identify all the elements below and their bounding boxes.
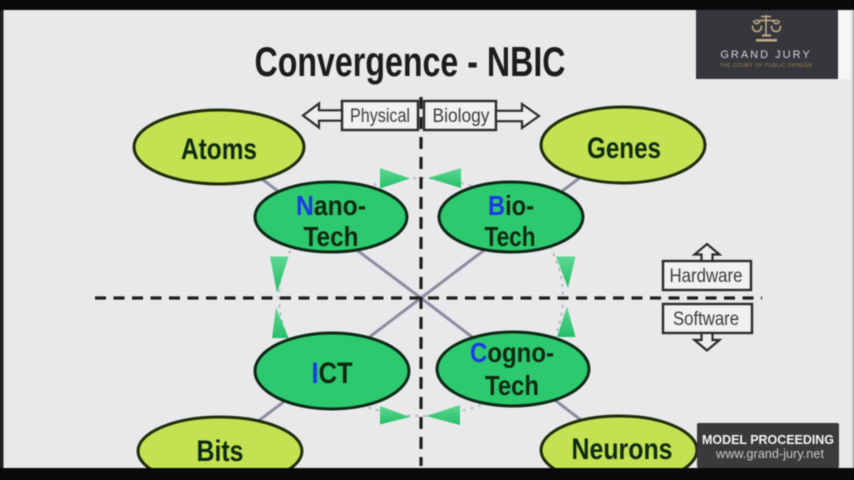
svg-text:GRAND JURY: GRAND JURY — [720, 49, 811, 61]
svg-text:Physical: Physical — [350, 106, 410, 127]
svg-text:Atoms: Atoms — [181, 133, 257, 166]
svg-text:Software: Software — [673, 309, 739, 330]
svg-text:Tech: Tech — [485, 370, 539, 401]
svg-text:www.grand-jury.net: www.grand-jury.net — [715, 447, 825, 461]
svg-text:Convergence - NBIC: Convergence - NBIC — [255, 38, 566, 85]
svg-text:ICT: ICT — [312, 357, 353, 390]
svg-text:Bio-: Bio- — [488, 190, 534, 221]
svg-text:Nano-: Nano- — [296, 190, 366, 221]
svg-text:MODEL PROCEEDING: MODEL PROCEEDING — [702, 432, 834, 447]
svg-text:THE COURT OF PUBLIC OPINION: THE COURT OF PUBLIC OPINION — [720, 63, 813, 69]
svg-text:Genes: Genes — [587, 132, 661, 165]
svg-text:Cogno-: Cogno- — [470, 337, 554, 368]
svg-text:Hardware: Hardware — [670, 266, 743, 287]
svg-text:Biology: Biology — [433, 106, 490, 127]
svg-text:Neurons: Neurons — [572, 433, 673, 466]
svg-text:Bits: Bits — [197, 435, 244, 468]
svg-text:Tech: Tech — [485, 221, 536, 252]
svg-text:Tech: Tech — [304, 221, 359, 252]
